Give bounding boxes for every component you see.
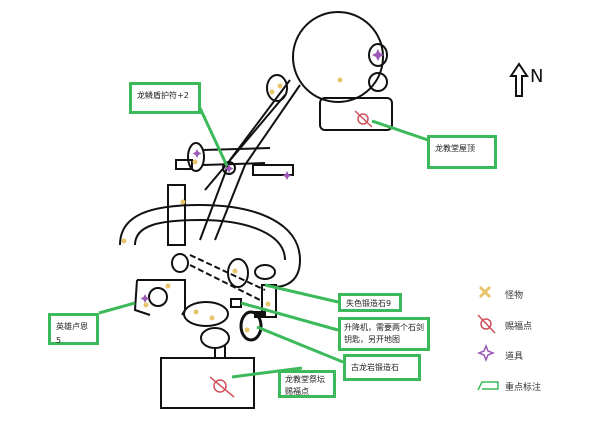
oval-room — [183, 301, 229, 327]
monster-markers — [121, 77, 343, 333]
legend-monster: 怪物 — [505, 291, 524, 301]
small-room — [187, 142, 205, 172]
small-room — [175, 159, 193, 170]
small-room — [252, 164, 294, 176]
label-lost-stone: 失色锻造石9 — [338, 293, 402, 312]
small-room — [368, 72, 388, 92]
small-room — [230, 298, 242, 308]
item-room — [222, 161, 236, 175]
loop-corridor — [134, 218, 286, 261]
label-ancient-stone: 古龙岩锻造石 — [343, 354, 421, 381]
label-altar-grace: 龙教堂祭坛赐福点 — [278, 370, 336, 398]
north-label: N — [530, 66, 544, 87]
label-dragon-shield: 龙鳞盾护符+2 — [129, 82, 201, 114]
callout-lines — [98, 107, 429, 379]
altar-room — [160, 357, 255, 409]
legend-highlight: 重点标注 — [505, 383, 542, 393]
small-room — [227, 258, 249, 288]
upper-round-room — [292, 11, 384, 103]
small-room — [148, 287, 168, 307]
corridor — [167, 184, 186, 246]
church-roof-area — [319, 97, 393, 131]
legend-grace: 赐福点 — [505, 322, 533, 332]
small-room — [266, 74, 288, 102]
corridor — [214, 84, 301, 241]
north-arrow-icon — [509, 62, 529, 97]
label-hero-rune: 英雄卢恩5 — [48, 313, 99, 345]
loop-corridor — [119, 203, 302, 288]
legend-icons — [476, 285, 499, 391]
stone-room — [239, 310, 263, 342]
grace-icon — [209, 110, 373, 398]
corridor — [204, 94, 286, 191]
small-room — [368, 43, 388, 67]
legend-item: 道具 — [505, 352, 524, 362]
item-icon — [140, 49, 384, 303]
label-elevator: 升降机，需要两个石剑钥匙，另开地图 — [338, 317, 430, 351]
corridor — [214, 345, 226, 358]
small-room — [254, 264, 276, 280]
elevator-platform — [254, 311, 266, 318]
label-church-roof: 龙教堂屋顶 — [427, 135, 497, 169]
small-room — [171, 253, 189, 273]
